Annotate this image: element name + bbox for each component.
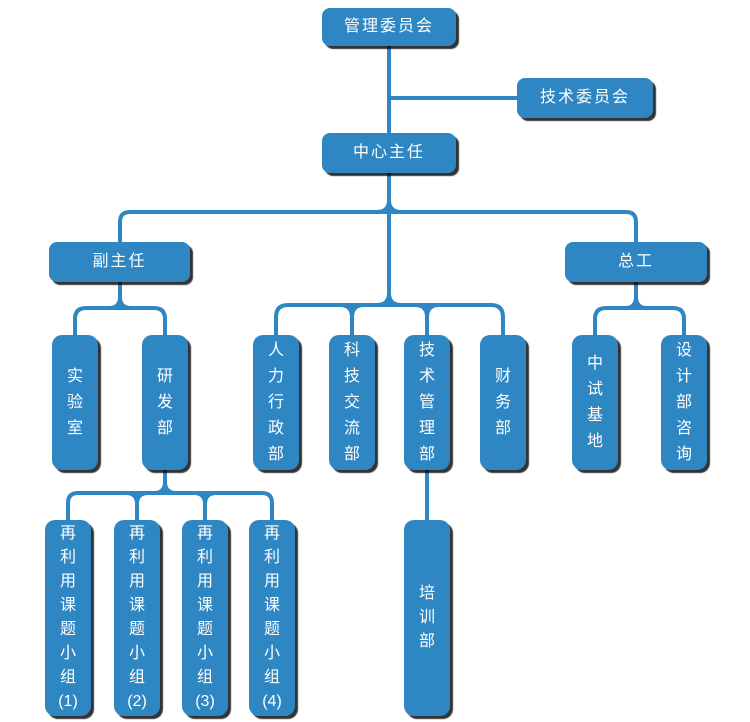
node-reuse-project-group-3: 再 利 用 课 题 小 组 (3) [182, 520, 228, 716]
node-label: 副主任 [92, 253, 147, 270]
node-label: 再 利 用 课 题 小 组 (4) [262, 525, 282, 710]
edge-director-to-deputy-chief-rail [118, 210, 638, 243]
node-label: 培 训 部 [418, 585, 435, 650]
edge-director-to-middle-rail [274, 303, 505, 336]
node-deputy-director: 副主任 [49, 242, 190, 282]
node-training-department: 培 训 部 [404, 520, 450, 716]
edge-deputy-to-deputy-stem [108, 282, 132, 310]
node-label: 总工 [617, 253, 654, 270]
node-label: 中心主任 [352, 144, 425, 161]
node-chief-engineer: 总工 [565, 242, 707, 282]
edge-groups-rail-to-group2 [125, 491, 149, 521]
edge-rd_dept-to-rd-stem [153, 469, 177, 495]
node-reuse-project-group-1: 再 利 用 课 题 小 组 (1) [45, 520, 91, 716]
edge-groups-rail-to-group3 [193, 491, 217, 521]
node-rd-department: 研 发 部 [142, 335, 188, 470]
node-management-committee: 管理委员会 [322, 8, 456, 46]
node-label: 研 发 部 [156, 367, 173, 437]
node-label: 再 利 用 课 题 小 组 (1) [58, 525, 78, 710]
node-sci-tech-exchange-department: 科 技 交 流 部 [329, 335, 375, 470]
node-center-director: 中心主任 [322, 133, 456, 173]
edge-chief_engineer-to-chief-stem [624, 282, 648, 310]
node-label: 实 验 室 [66, 367, 83, 437]
node-hr-admin-department: 人 力 行 政 部 [253, 335, 299, 470]
node-label: 科 技 交 流 部 [343, 341, 360, 463]
node-label: 再 利 用 课 题 小 组 (2) [127, 525, 147, 710]
node-label: 管理委员会 [343, 18, 434, 35]
node-label: 中 试 基 地 [586, 354, 603, 450]
node-label: 设 计 部 咨 询 [675, 341, 692, 463]
edge-middle-rail-to-tech_mgmt [414, 303, 440, 336]
edge-director-to-middle-stem [376, 212, 402, 307]
node-label: 技 术 管 理 部 [418, 341, 435, 463]
node-pilot-test-base: 中 试 基 地 [572, 335, 618, 470]
node-label: 再 利 用 课 题 小 组 (3) [195, 525, 215, 710]
node-label: 人 力 行 政 部 [267, 341, 284, 463]
node-tech-management-department: 技 术 管 理 部 [404, 335, 450, 470]
edge-middle-rail-to-sci_exchange [339, 303, 365, 336]
node-design-consulting-department: 设 计 部 咨 询 [661, 335, 707, 470]
node-label: 技术委员会 [539, 89, 630, 106]
node-technical-committee: 技术委员会 [517, 78, 653, 118]
node-laboratory: 实 验 室 [52, 335, 98, 470]
node-label: 财 务 部 [494, 367, 511, 437]
node-reuse-project-group-4: 再 利 用 课 题 小 组 (4) [249, 520, 295, 716]
edge-deputy-to-deputy-rail [73, 306, 167, 336]
edge-director-to-trunk-stem [376, 172, 402, 214]
node-reuse-project-group-2: 再 利 用 课 题 小 组 (2) [114, 520, 160, 716]
node-finance-department: 财 务 部 [480, 335, 526, 470]
edge-chief_engineer-to-chief-rail [593, 306, 686, 336]
edge-rd_dept-to-groups-rail [66, 491, 274, 521]
